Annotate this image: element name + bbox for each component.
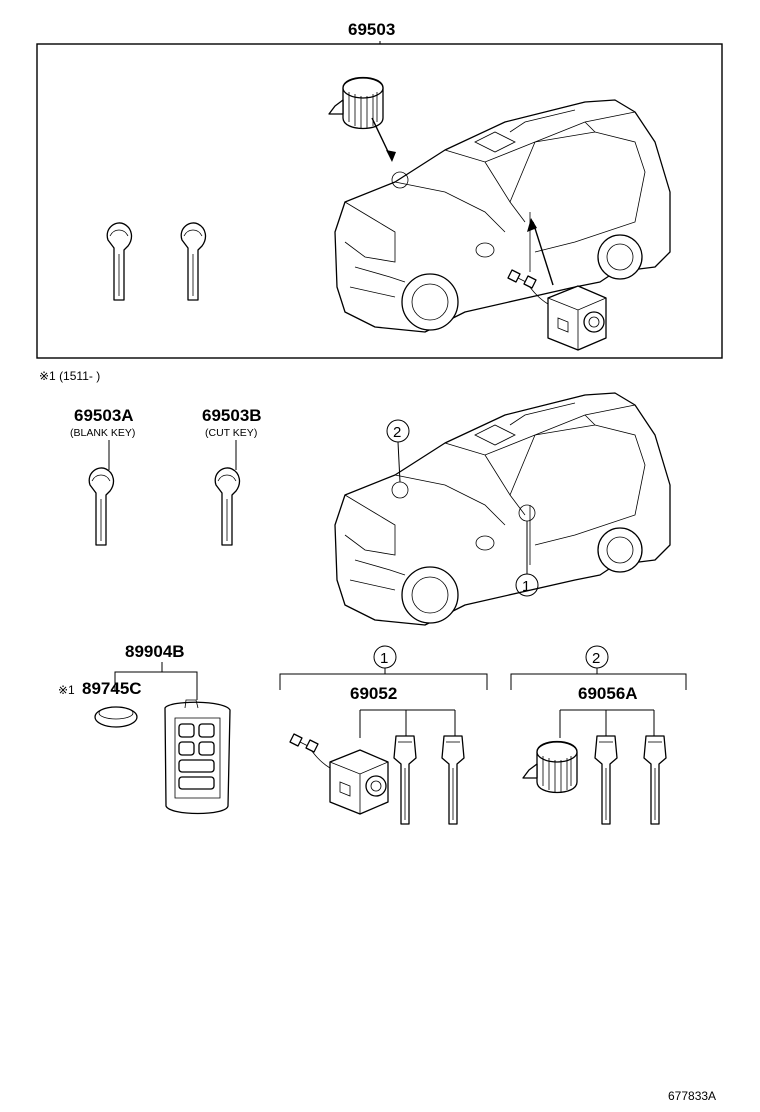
key-fob-transmitter (164, 699, 231, 815)
key-69056A-a (594, 735, 618, 825)
part-number-69052: 69052 (350, 684, 397, 703)
blank-key (88, 467, 115, 546)
ignition-spot-top (391, 171, 409, 189)
leader-69052 (359, 709, 456, 738)
key-69052-b (441, 735, 465, 825)
arrow-head-door (527, 218, 537, 232)
callout-1-bottom-text: 1 (380, 650, 388, 667)
part-number-69503B: 69503B (202, 406, 262, 425)
callout-2-top-text: 2 (393, 424, 401, 441)
van-illustration-top (334, 99, 671, 333)
illustration-id: 677833A (668, 1089, 716, 1103)
part-number-89904B: 89904B (125, 642, 185, 661)
production-date-note: ※1 (1511- ) (39, 369, 100, 383)
key-69056A-b (643, 735, 667, 825)
leader-callout-2 (397, 441, 401, 483)
part-number-69503: 69503 (348, 20, 395, 39)
part-number-89745C: 89745C (82, 679, 142, 698)
callout-2-bottom-text: 2 (592, 650, 600, 667)
bracket-69056A (510, 668, 687, 690)
part-number-69056A: 69056A (578, 684, 638, 703)
blank-key-label: (BLANK KEY) (70, 427, 135, 439)
key-blade-right (180, 222, 207, 301)
key-blade-left (106, 222, 133, 301)
callout-1-middle-text: 1 (522, 578, 530, 595)
part-number-69503A: 69503A (74, 406, 134, 425)
arrow-to-door (532, 221, 554, 286)
key-69052-a (393, 735, 417, 825)
leader-89904B (114, 662, 198, 700)
van-illustration-middle (334, 392, 671, 626)
cut-key (214, 467, 241, 546)
bracket-69052 (279, 668, 488, 690)
arrow-head (386, 150, 396, 162)
kit-frame (36, 43, 723, 359)
ignition-cylinder-bottom (522, 740, 578, 794)
coin-battery-top (98, 706, 134, 720)
battery-note-mark: ※1 (58, 683, 75, 697)
ignition-cylinder-top (328, 76, 384, 130)
door-cylinder-bottom (289, 733, 389, 815)
leader-69056A (559, 709, 655, 738)
cut-key-label: (CUT KEY) (205, 427, 257, 439)
